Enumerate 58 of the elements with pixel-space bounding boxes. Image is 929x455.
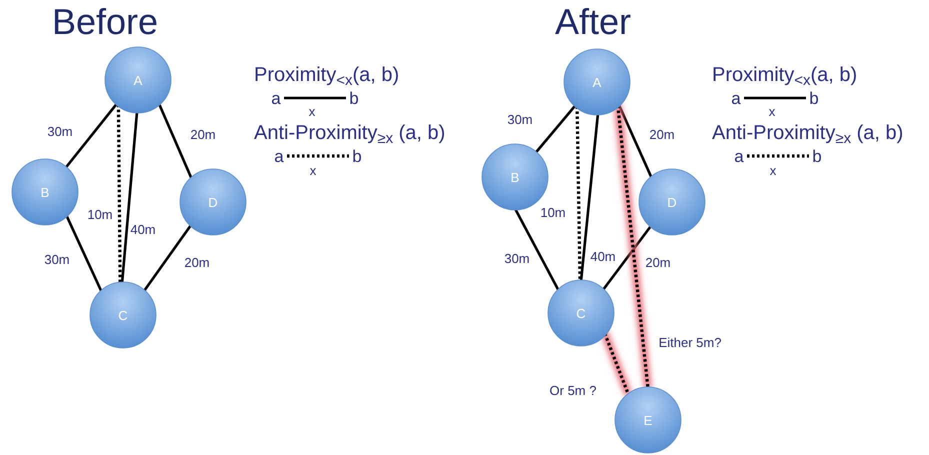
edge-label: 30m — [507, 112, 533, 128]
endpoint-label: a — [271, 89, 281, 109]
node-label: B — [510, 170, 520, 184]
edge-label: x — [310, 164, 316, 178]
edge-label: 30m — [47, 124, 73, 140]
legend-heading: Anti-Proximity$_{≥x}$ (a, b) — [254, 121, 446, 146]
endpoint-label: b — [349, 89, 359, 109]
edge-label: 40m — [590, 249, 616, 265]
endpoint-label: a — [734, 147, 744, 167]
node-label: A — [592, 76, 602, 88]
edge-label: 20m — [184, 255, 210, 271]
dotted-line — [576, 106, 582, 282]
node-label: D — [667, 196, 677, 208]
line — [744, 96, 806, 100]
edge-label: 40m — [130, 222, 156, 238]
edge-label: Or 5m ? — [550, 383, 596, 399]
line — [120, 111, 138, 284]
edge-label: 20m — [649, 127, 675, 143]
node-label: D — [208, 196, 218, 208]
node-label: A — [134, 74, 142, 86]
heading: Before — [52, 0, 158, 44]
line — [514, 208, 560, 292]
legend-heading: Proximity$_{<x}$(a, b) — [254, 63, 400, 88]
dotted-line — [747, 154, 809, 158]
line — [602, 224, 652, 292]
edge-label: 30m — [44, 252, 70, 268]
edge-label: x — [770, 164, 776, 178]
dotted-line — [116, 104, 122, 284]
node-label: E — [644, 414, 652, 426]
endpoint-label: b — [812, 147, 822, 167]
endpoint-label: a — [731, 89, 741, 109]
line — [158, 103, 193, 180]
edge-label: Either 5m? — [658, 335, 722, 351]
dotted-line — [616, 105, 650, 389]
line — [618, 104, 653, 178]
legend-heading: Anti-Proximity$_{≥x}$ (a, b) — [712, 121, 904, 146]
edge-label: 10m — [540, 205, 566, 221]
line — [64, 102, 118, 169]
edge-label: x — [768, 105, 776, 119]
legend-heading: Proximity$_{<x}$(a, b) — [712, 63, 858, 88]
line — [580, 113, 600, 282]
edge-label: 20m — [645, 255, 671, 271]
heading: After — [555, 0, 632, 44]
endpoint-label: b — [809, 89, 819, 109]
dotted-line — [287, 154, 349, 158]
line — [142, 224, 192, 292]
edge-label: 20m — [190, 127, 216, 143]
node-label: C — [118, 308, 128, 322]
line — [284, 96, 346, 100]
edge-label: 10m — [87, 207, 113, 223]
node-label: C — [576, 306, 586, 320]
edge-label: 30m — [504, 251, 530, 267]
line — [534, 104, 577, 154]
endpoint-label: b — [352, 147, 362, 167]
node-label: B — [40, 186, 50, 198]
line — [65, 214, 103, 292]
endpoint-label: a — [274, 147, 284, 167]
edge-label: x — [308, 105, 316, 119]
